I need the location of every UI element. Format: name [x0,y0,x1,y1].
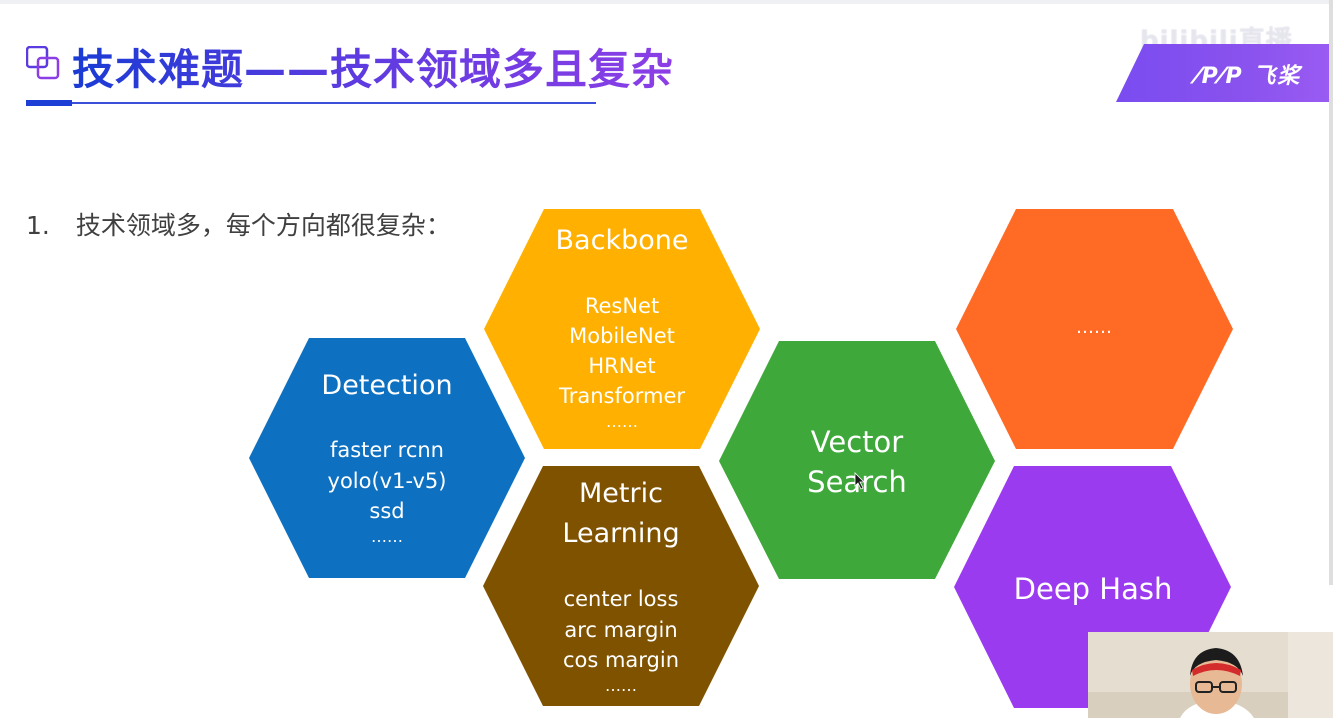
hex-backbone-title: Backbone [556,225,689,256]
bullet-point: 1. 技术领域多，每个方向都很复杂： [26,206,451,242]
hex-metric-learning: Metric Learning center loss arc margin c… [483,466,759,706]
title-underline-accent [26,100,72,106]
hex-deephash-title: Deep Hash [1014,572,1173,606]
hex-more: …… [956,209,1233,449]
hex-vector-search: Vector Search [719,341,995,579]
hex-vector-title: Vector [811,425,903,459]
hex-detection-item: …… [371,527,403,546]
hex-detection-item: faster rcnn [330,438,444,462]
presenter-image [1088,632,1333,718]
brand-logo: ⁄P⁄P 飞桨 [1196,58,1301,90]
bullet-number: 1. [26,211,50,240]
hex-metric-item: center loss [564,587,679,611]
hex-metric-title: Metric [579,478,663,509]
scrollbar[interactable] [1329,0,1333,585]
presenter-webcam [1088,632,1333,718]
hex-backbone: Backbone ResNet MobileNet HRNet Transfor… [484,209,760,449]
hex-more-title: …… [1076,317,1112,338]
hex-detection-title: Detection [321,370,452,401]
brand-name: 飞桨 [1253,64,1302,89]
hex-metric-item: arc margin [564,618,677,642]
mouse-cursor-icon [854,472,865,490]
hex-backbone-item: …… [606,412,638,431]
hex-backbone-item: MobileNet [569,324,675,348]
hex-detection-item: yolo(v1-v5) [328,469,447,493]
hex-detection-item: ssd [369,499,404,523]
hex-backbone-item: HRNet [588,354,655,378]
brand-banner [1116,44,1333,102]
hex-backbone-item: ResNet [585,294,659,318]
overlap-squares-icon [26,46,60,80]
hex-metric-item: cos margin [563,648,679,672]
slide-title: 技术难题——技术领域多且复杂 [72,40,674,100]
title-underline [72,102,596,104]
paddle-mark-icon: ⁄P⁄P [1196,64,1244,89]
bullet-text: 技术领域多，每个方向都很复杂： [75,211,451,240]
hex-backbone-item: Transformer [558,384,685,408]
hex-metric-item: …… [605,676,637,695]
hex-metric-title: Learning [562,518,679,549]
top-border [0,0,1333,4]
hex-detection: Detection faster rcnn yolo(v1-v5) ssd …… [249,338,525,578]
